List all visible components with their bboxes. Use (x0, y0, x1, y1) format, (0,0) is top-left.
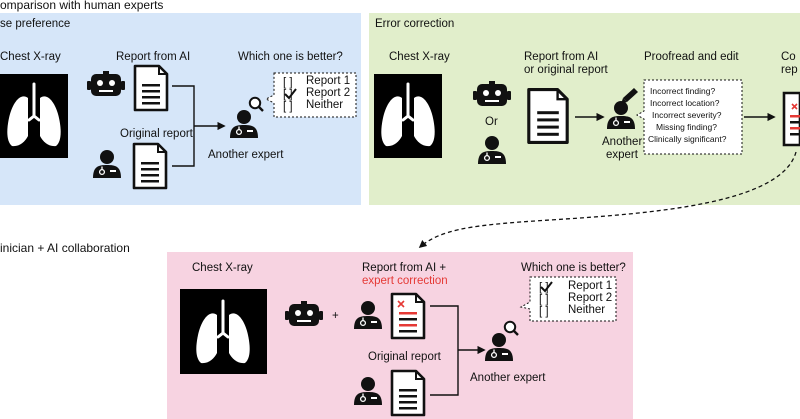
report-icon (132, 142, 168, 190)
pen-tip (621, 98, 627, 104)
option-neither: Neither (306, 99, 344, 111)
checkbox-1: [ ] (539, 282, 549, 294)
checkbox-3: [ ] (283, 101, 293, 113)
error-questions-bubble (635, 79, 743, 155)
report-label-line-1: Report from AI + (362, 262, 447, 274)
question-incorrect-location: Incorrect location? (650, 98, 720, 108)
checkbox-1: [ ] (283, 77, 293, 89)
expert-label: Another expert (470, 372, 546, 384)
question-incorrect-severity: Incorrect severity? (652, 110, 722, 120)
option-report-2: Report 2 (306, 87, 351, 99)
expert-label: Another expert (208, 149, 284, 161)
panel-title-preference: se preference (0, 18, 71, 30)
question-bubble (519, 276, 617, 322)
question-bubble (264, 72, 357, 118)
chest-xray-label: Chest X-ray (192, 262, 253, 274)
checkbox-2: [ ] (283, 89, 293, 101)
or-label: Or (485, 116, 498, 128)
checkbox-2: [ ] (539, 294, 549, 306)
original-report-label: Original report (120, 128, 193, 140)
corrected-report-icon (782, 91, 800, 147)
top-section-title: omparison with human experts (0, 0, 164, 12)
question-clinically-significant: Clinically significant? (648, 134, 727, 144)
option-report-1: Report 1 (306, 75, 351, 87)
report-icon (527, 88, 569, 144)
magnifier-icon (248, 96, 262, 110)
ai-report-label: Report from AI (116, 51, 191, 63)
dashed-connector (418, 151, 797, 249)
report-icon (133, 64, 169, 112)
report-label-line-2: expert correction (362, 275, 448, 287)
checkbox-3: [ ] (539, 306, 549, 318)
pen-icon (623, 88, 638, 102)
magnifier-icon (503, 320, 517, 334)
expert-label-line-1: Another (602, 136, 643, 148)
magnifier-handle (258, 106, 264, 112)
option-neither: Neither (568, 304, 606, 316)
chest-xray-label: Chest X-ray (0, 51, 61, 63)
original-report-label: Original report (368, 351, 441, 363)
proofread-label: Proofread and edit (644, 51, 739, 63)
corrected-report-label-line-1: Co (781, 51, 796, 63)
checkmark-icon (284, 88, 297, 100)
checkmark-icon (540, 281, 553, 293)
magnifier-handle (513, 330, 519, 336)
corrected-report-label-line-2: rep (781, 64, 798, 76)
chest-xray-label: Chest X-ray (389, 51, 450, 63)
option-report-2: Report 2 (568, 292, 613, 304)
question-missing-finding: Missing finding? (656, 122, 717, 132)
corrected-report-icon (390, 292, 426, 340)
option-report-1: Report 1 (568, 280, 613, 292)
expert-label-line-2: expert (606, 149, 638, 161)
report-label-line-1: Report from AI (524, 51, 599, 63)
report-icon (390, 369, 426, 417)
question-label: Which one is better? (238, 51, 343, 63)
bottom-section-title: inician + AI collaboration (0, 241, 130, 255)
plus-sign: + (332, 310, 339, 322)
panel-title-error-correction: Error correction (375, 18, 455, 30)
question-incorrect-finding: Incorrect finding? (650, 86, 716, 96)
report-label-line-2: or original report (524, 64, 608, 76)
question-label: Which one is better? (521, 262, 626, 274)
